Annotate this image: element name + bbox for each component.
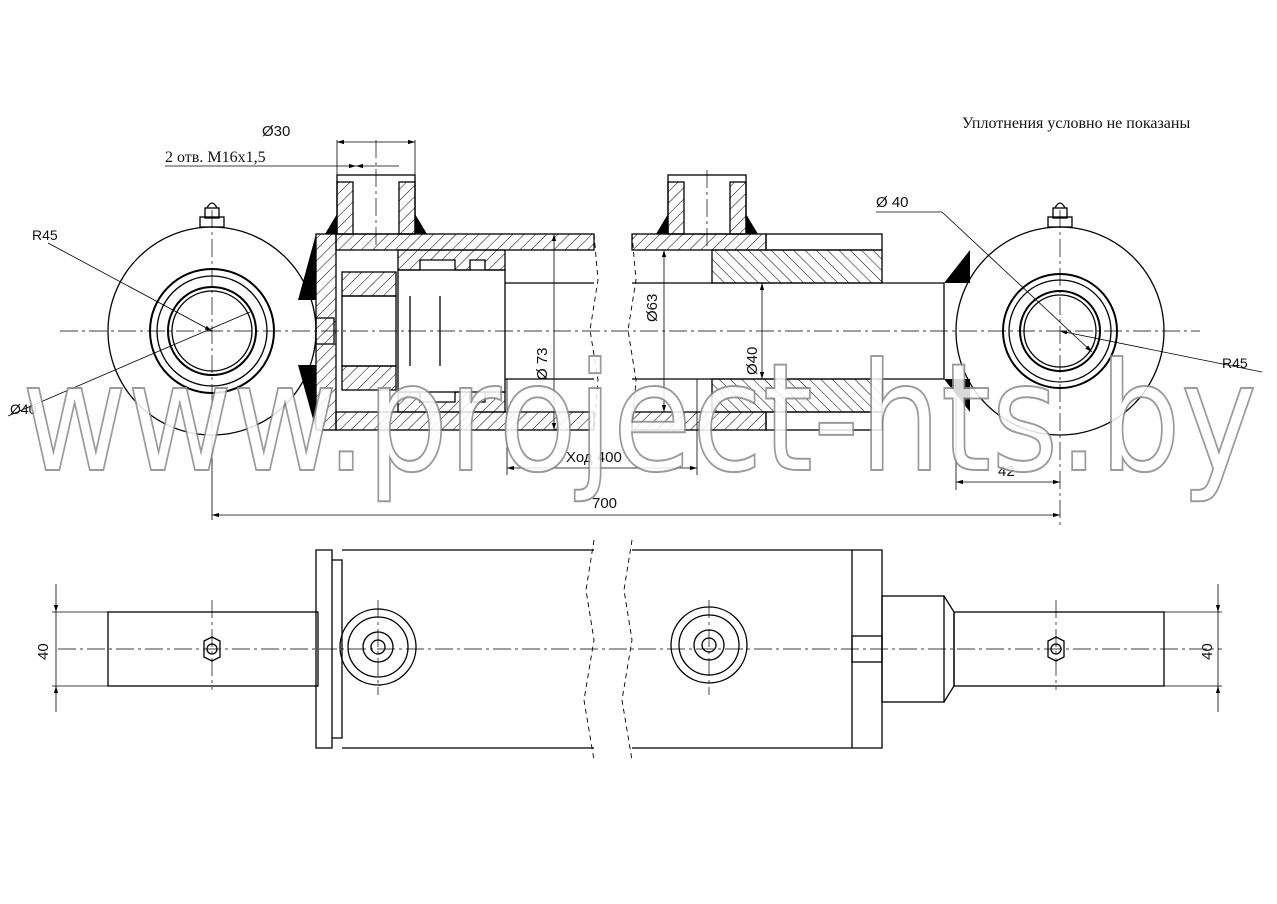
seals-note: Уплотнения условно не показаны bbox=[962, 115, 1190, 132]
port-plan-right bbox=[670, 600, 748, 695]
dim-rod: Ø40 bbox=[744, 347, 761, 375]
dim-overall-length: 700 bbox=[592, 495, 617, 512]
dim-bore-left: Ø40 bbox=[10, 401, 37, 417]
barrel-left bbox=[298, 140, 599, 431]
dim-eye-width-left: 40 bbox=[35, 643, 52, 660]
right-lug bbox=[953, 611, 1165, 687]
dim-bore-right: Ø 40 bbox=[876, 194, 909, 211]
watermark: www.project-hts.by bbox=[22, 332, 1257, 506]
dimensions-top: Ø30 2 отв. M16x1,5 R45 Ø40 R45 Ø 40 Ø 73… bbox=[7, 123, 1263, 520]
barrel-right bbox=[627, 170, 970, 431]
piston-lower bbox=[397, 391, 506, 413]
dim-ports-thread: 2 отв. M16x1,5 bbox=[165, 149, 266, 166]
dim-rod-end: 42 bbox=[998, 463, 1015, 480]
grease-nipple-plan-right bbox=[1047, 636, 1065, 662]
grease-nipple-left bbox=[199, 202, 225, 228]
dim-eye-radius-left: R45 bbox=[32, 227, 58, 243]
plan-view: 40 40 bbox=[35, 539, 1222, 761]
gland-upper bbox=[711, 249, 883, 284]
dim-port-diameter: Ø30 bbox=[262, 123, 290, 140]
end-flange bbox=[315, 549, 333, 749]
section-view: Ø30 2 отв. M16x1,5 R45 Ø40 R45 Ø 40 Ø 73… bbox=[7, 115, 1263, 525]
grease-nipple-plan-left bbox=[203, 636, 221, 662]
piston-upper bbox=[397, 249, 506, 271]
dim-barrel-outer: Ø 73 bbox=[534, 347, 551, 380]
grease-nipple-right bbox=[1047, 202, 1073, 228]
dim-stroke: Ход 400 bbox=[566, 449, 622, 466]
dim-eye-radius-right: R45 bbox=[1222, 355, 1248, 371]
dim-eye-width-right: 40 bbox=[1199, 643, 1216, 660]
left-lug bbox=[107, 611, 319, 687]
right-eye bbox=[955, 202, 1165, 525]
port-plan-left bbox=[339, 600, 417, 695]
rod-neck bbox=[881, 595, 945, 703]
dim-barrel-inner: Ø63 bbox=[644, 294, 661, 322]
